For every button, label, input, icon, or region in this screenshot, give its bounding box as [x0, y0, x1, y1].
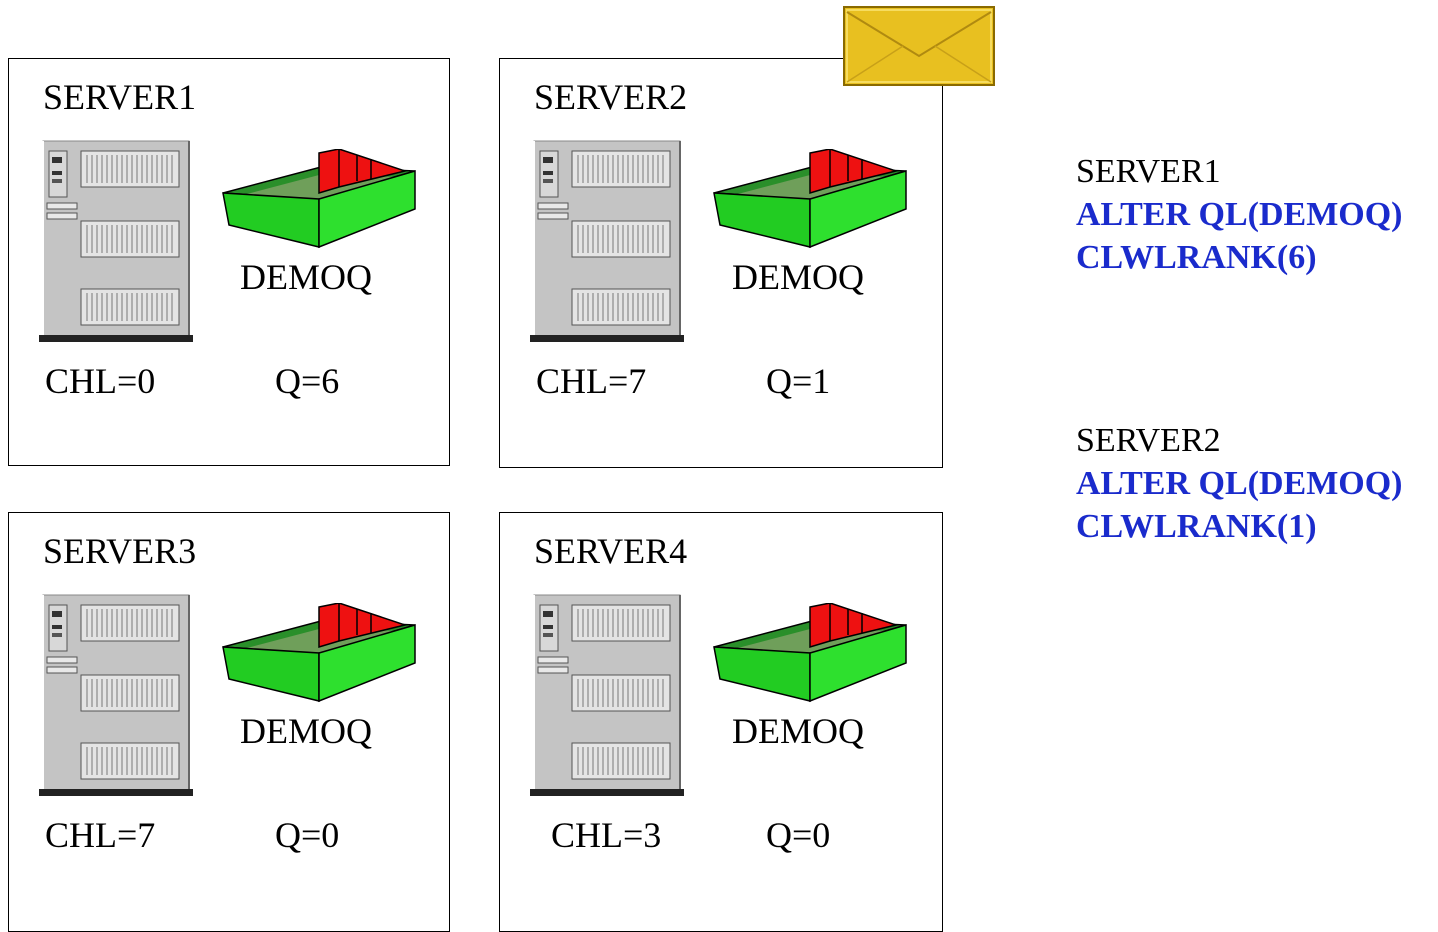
queue-name: DEMOQ	[240, 711, 372, 751]
channel-count: CHL=3	[551, 815, 662, 855]
server1-panel: SERVER1 DEMOQ CHL=0 Q=6	[8, 58, 450, 466]
server-name: SERVER2	[534, 77, 688, 117]
server-cabinet-icon	[528, 593, 684, 797]
queue-depth: Q=6	[275, 361, 340, 401]
queue-name: DEMOQ	[732, 711, 864, 751]
channel-count: CHL=0	[45, 361, 156, 401]
envelope-icon	[843, 6, 995, 86]
server-name: SERVER3	[43, 531, 197, 571]
queue-depth: Q=1	[766, 361, 831, 401]
server-name: SERVER1	[43, 77, 197, 117]
command-alter-line: ALTER QL(DEMOQ)	[1076, 196, 1403, 233]
server2-panel: SERVER2 DEMOQ CHL=7 Q=1	[499, 58, 943, 468]
server-cabinet-icon	[37, 593, 193, 797]
command-server-name: SERVER2	[1076, 422, 1221, 459]
message-tray-icon	[221, 603, 417, 703]
command-alter-line: ALTER QL(DEMOQ)	[1076, 465, 1403, 502]
message-tray-icon	[221, 149, 417, 249]
server-cabinet-icon	[37, 139, 193, 343]
message-tray-icon	[712, 603, 908, 703]
server-cabinet-icon	[528, 139, 684, 343]
channel-count: CHL=7	[536, 361, 647, 401]
queue-name: DEMOQ	[732, 257, 864, 297]
queue-depth: Q=0	[766, 815, 831, 855]
command-rank-line: CLWLRANK(6)	[1076, 239, 1317, 276]
queue-name: DEMOQ	[240, 257, 372, 297]
command-server-name: SERVER1	[1076, 153, 1221, 190]
command-block-server1: SERVER1 ALTER QL(DEMOQ) CLWLRANK(6)	[1076, 150, 1403, 279]
server4-panel: SERVER4 DEMOQ CHL=3 Q=0	[499, 512, 943, 932]
message-tray-icon	[712, 149, 908, 249]
server-name: SERVER4	[534, 531, 688, 571]
server3-panel: SERVER3 DEMOQ CHL=7 Q=0	[8, 512, 450, 932]
channel-count: CHL=7	[45, 815, 156, 855]
command-block-server2: SERVER2 ALTER QL(DEMOQ) CLWLRANK(1)	[1076, 419, 1403, 548]
command-rank-line: CLWLRANK(1)	[1076, 508, 1317, 545]
queue-depth: Q=0	[275, 815, 340, 855]
